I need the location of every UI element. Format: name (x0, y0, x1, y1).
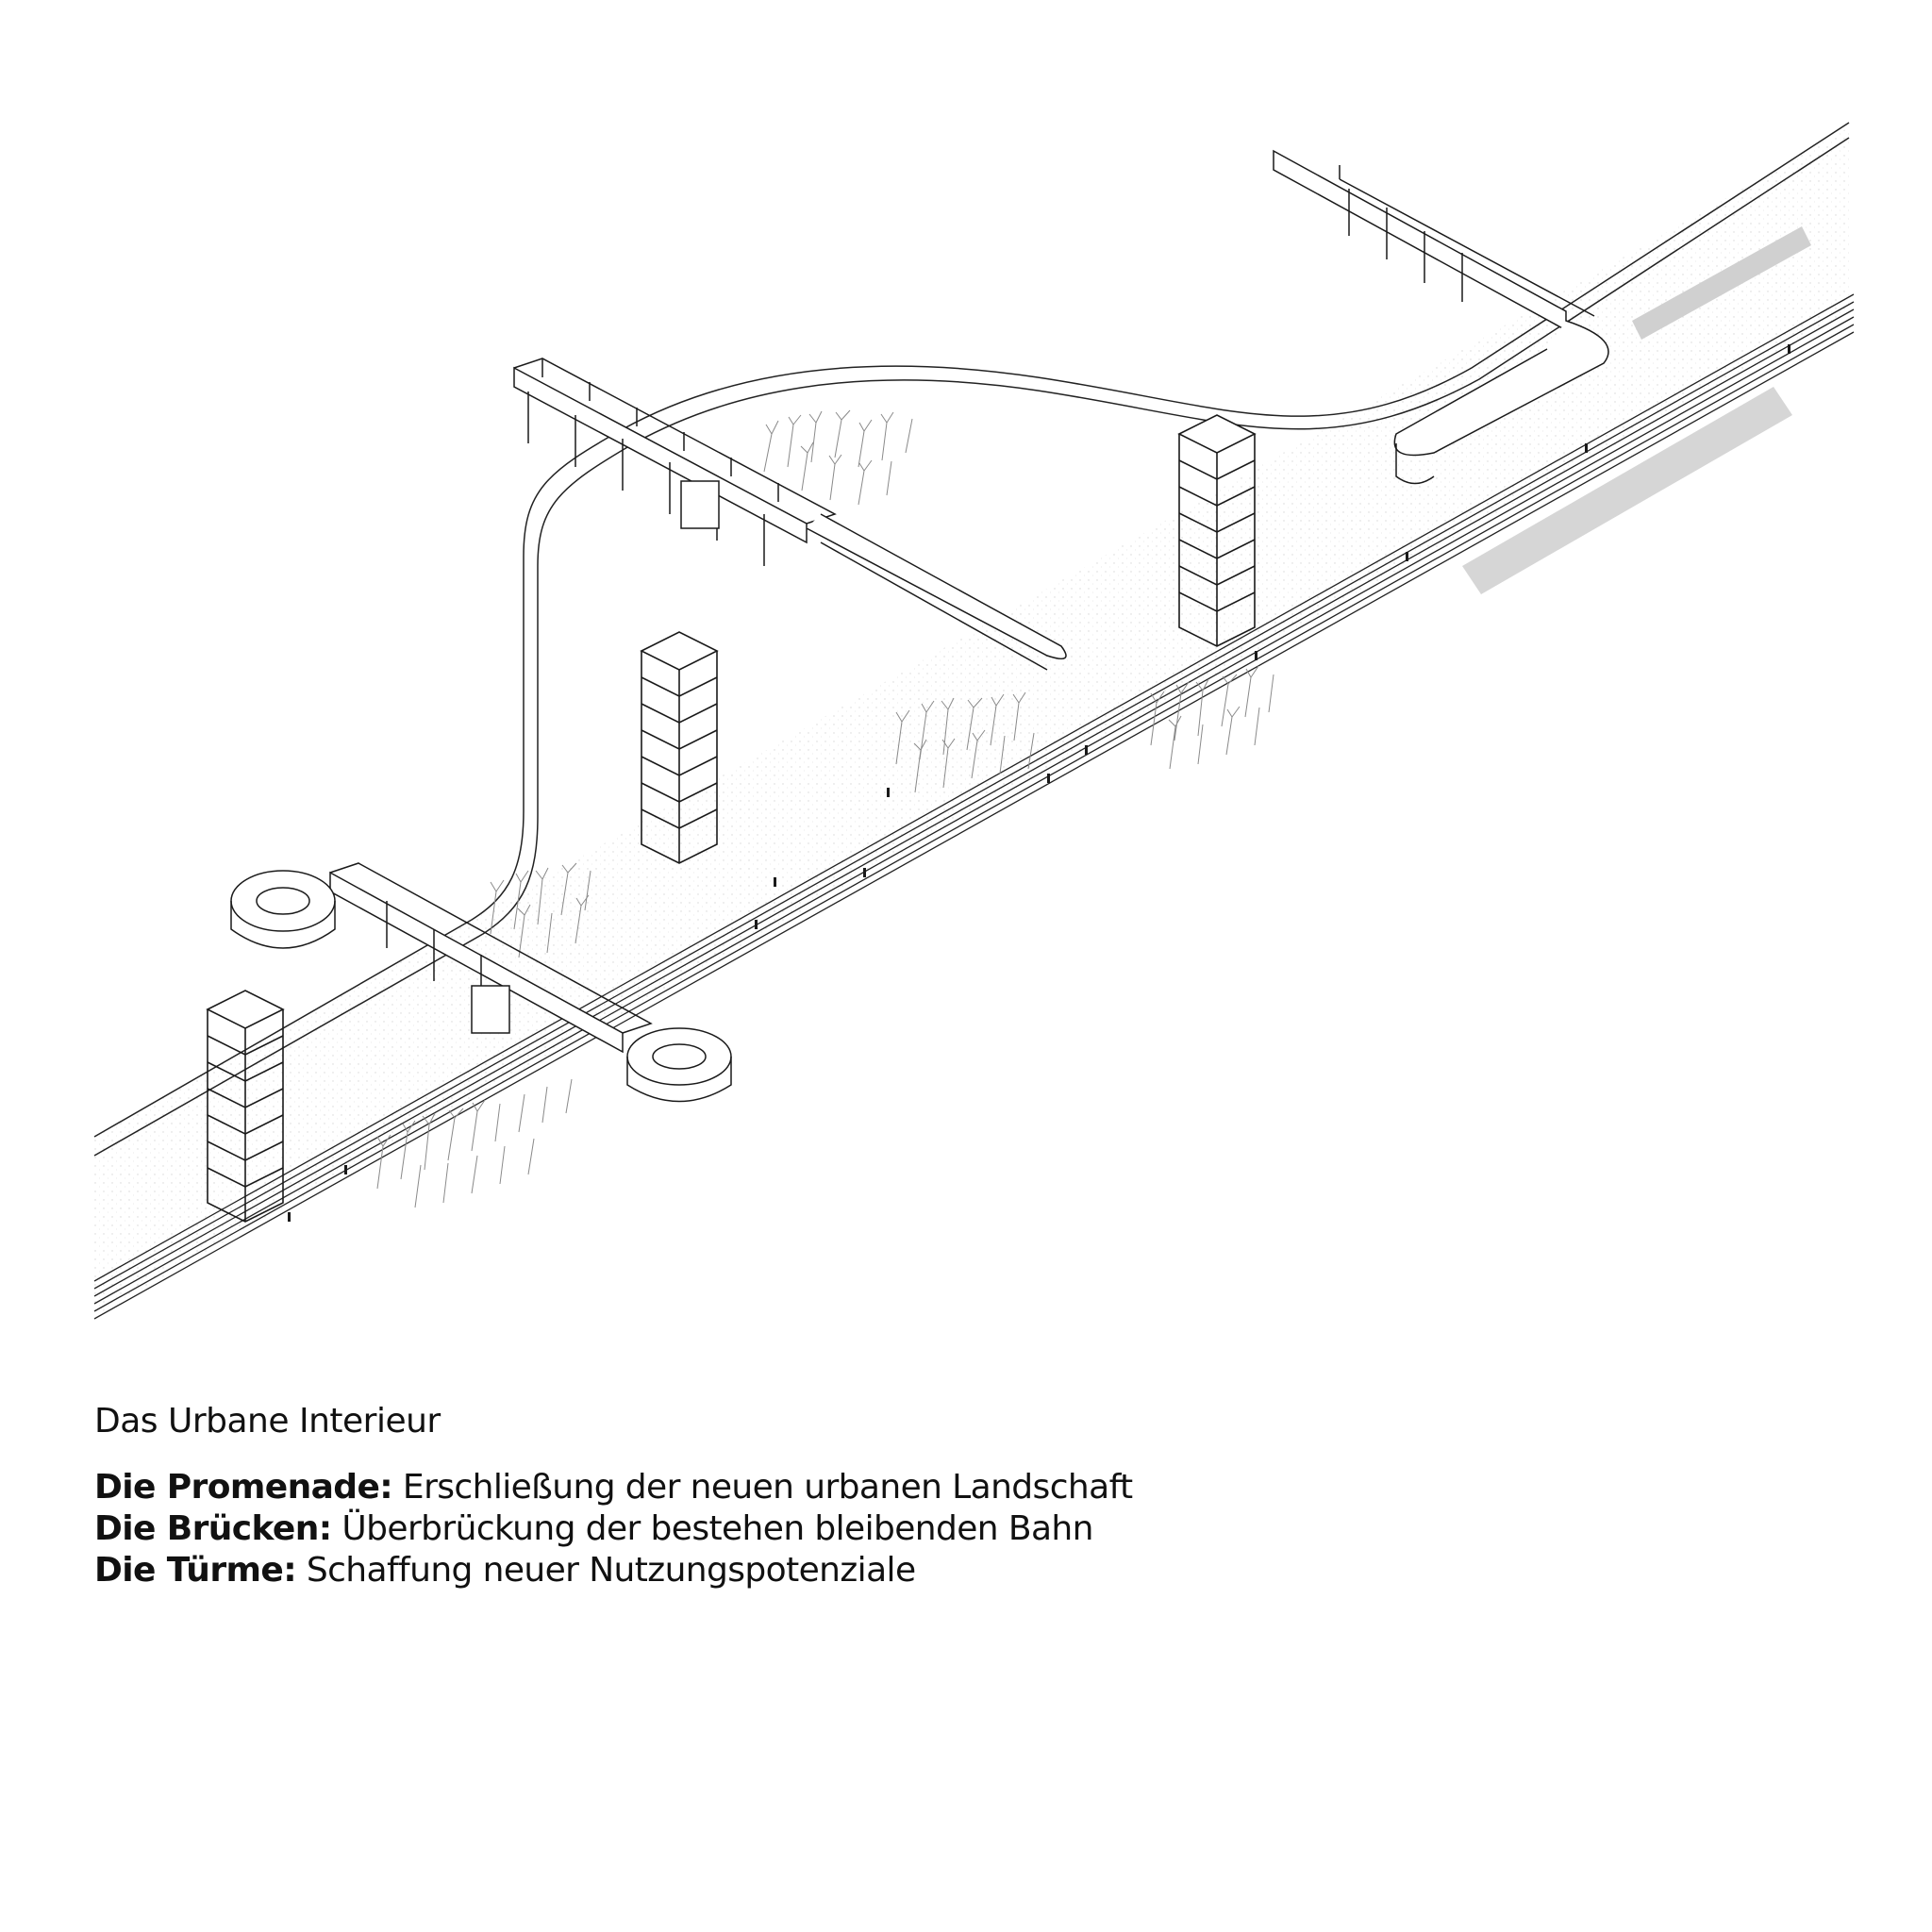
bridge-upper-right (1273, 149, 1609, 485)
tree-grove-left-lower (376, 1078, 573, 1208)
axonometric-drawing (93, 122, 1855, 1320)
caption-term-bruecken: Die Brücken: (94, 1509, 332, 1548)
field-grid-lower (1462, 387, 1792, 594)
caption-text-promenade: Erschließung der neuen urbanen Landschaf… (392, 1468, 1133, 1507)
people (288, 344, 1790, 1222)
tower-left (206, 990, 285, 1223)
tower-right (1177, 414, 1257, 647)
tower-center (640, 631, 719, 864)
caption: Das Urbane Interieur Die Promenade: Ersc… (94, 1401, 1792, 1591)
caption-line-promenade: Die Promenade: Erschließung der neuen ur… (94, 1467, 1792, 1508)
caption-term-tuerme: Die Türme: (94, 1551, 297, 1590)
caption-line-bruecken: Die Brücken: Überbrückung der bestehen b… (94, 1508, 1792, 1550)
field-grids (1462, 226, 1811, 594)
towers (206, 414, 1257, 1223)
field-grid-upper (1632, 226, 1811, 340)
caption-text-tuerme: Schaffung neuer Nutzungspotenziale (296, 1551, 916, 1590)
promenade-path (93, 122, 1850, 1157)
caption-line-tuerme: Die Türme: Schaffung neuer Nutzungspoten… (94, 1550, 1792, 1591)
tree-grove-top (763, 409, 913, 506)
caption-title: Das Urbane Interieur (94, 1402, 441, 1441)
tree-grove-center (895, 691, 1035, 793)
tree-groves (376, 409, 1274, 1208)
bridge-lower (230, 862, 732, 1103)
bridges (230, 149, 1609, 1103)
caption-text-bruecken: Überbrückung der bestehen bleibenden Bah… (331, 1509, 1093, 1548)
tree-grove-right (1150, 665, 1274, 770)
tree-grove-left-upper (490, 862, 591, 958)
caption-term-promenade: Die Promenade: (94, 1468, 393, 1507)
bridge-upper-left (513, 358, 1067, 671)
